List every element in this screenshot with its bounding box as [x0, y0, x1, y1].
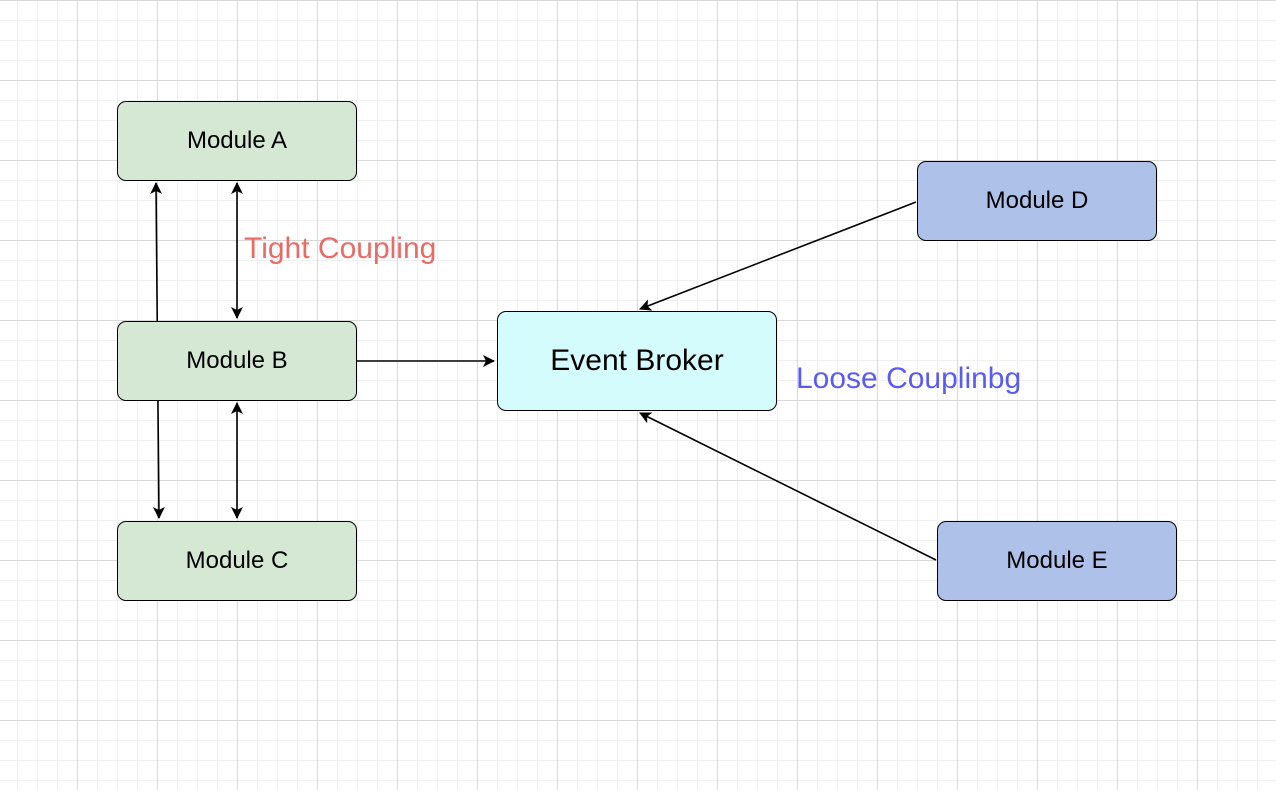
module-e-node[interactable]: Module E: [937, 521, 1177, 601]
module-e-label: Module E: [1006, 547, 1108, 574]
module-d-node[interactable]: Module D: [917, 161, 1157, 241]
loose-coupling-annotation[interactable]: Loose Couplinbg: [796, 362, 1022, 395]
event-broker-node[interactable]: Event Broker: [497, 311, 777, 411]
module-c-label: Module C: [185, 547, 289, 574]
module-a-label: Module A: [186, 127, 288, 154]
edge-d-broker: [639, 201, 917, 311]
module-d-label: Module D: [985, 187, 1089, 214]
module-b-label: Module B: [186, 347, 288, 374]
module-c-node[interactable]: Module C: [117, 521, 357, 601]
edge-e-broker: [639, 412, 937, 561]
tight-coupling-annotation[interactable]: Tight Coupling: [244, 232, 437, 265]
event-broker-label: Event Broker: [550, 344, 724, 377]
module-b-node[interactable]: Module B: [117, 321, 357, 401]
module-a-node[interactable]: Module A: [117, 101, 357, 181]
